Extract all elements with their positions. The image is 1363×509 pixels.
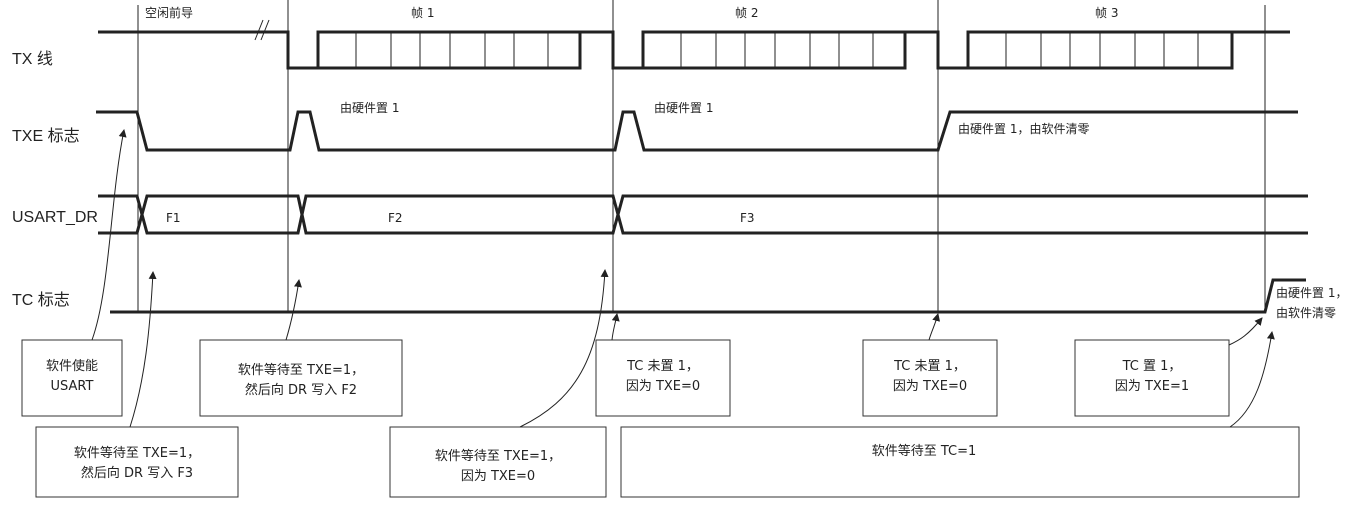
annotation-box-tc-not-set-2: TC 未置 1， 因为 TXE=0 [862, 339, 998, 417]
tc-set-note-line2: 由软件清零 [1276, 306, 1336, 320]
dr-value: F2 [388, 211, 403, 225]
txe-set-note: 由硬件置 1 [654, 101, 713, 115]
svg-text:软件等待至 TC=1: 软件等待至 TC=1 [872, 443, 977, 459]
svg-text:软件使能: 软件使能 [46, 358, 98, 374]
svg-text:因为 TXE=1: 因为 TXE=1 [1115, 379, 1189, 394]
txe-set-note: 由硬件置 1 [340, 101, 399, 115]
usart-dr-label: USART_DR [12, 209, 98, 226]
svg-text:软件等待至 TXE=1，: 软件等待至 TXE=1， [74, 445, 200, 461]
svg-text:软件等待至 TXE=1，: 软件等待至 TXE=1， [238, 362, 364, 378]
phase-frame3-label: 帧 3 [1095, 6, 1118, 20]
tc-flag-label: TC 标志 [12, 291, 70, 309]
svg-text:因为 TXE=0: 因为 TXE=0 [893, 379, 967, 394]
phase-separators [137, 0, 1266, 312]
phase-idle-label: 空闲前导 [145, 5, 193, 20]
svg-text:因为 TXE=0: 因为 TXE=0 [461, 469, 535, 484]
annotation-box-wait-f3: 软件等待至 TXE=1， 然后向 DR 写入 F3 [35, 426, 239, 498]
svg-text:然后向 DR 写入 F2: 然后向 DR 写入 F2 [245, 382, 357, 398]
annotation-arrows [91, 129, 1275, 428]
txe-flag-label: TXE 标志 [12, 127, 80, 145]
tx-waveform [98, 19, 1290, 70]
annotation-box-tc-set: TC 置 1， 因为 TXE=1 [1074, 339, 1230, 417]
tc-set-note-line1: 由硬件置 1， [1276, 286, 1347, 300]
svg-text:TC 未置 1，: TC 未置 1， [893, 359, 966, 374]
svg-text:USART: USART [51, 379, 94, 394]
svg-text:因为 TXE=0: 因为 TXE=0 [626, 379, 700, 394]
usart-dr-waveform [98, 194, 1308, 235]
phase-frame1-label: 帧 1 [411, 6, 434, 20]
dr-value: F3 [740, 211, 755, 225]
svg-text:然后向 DR 写入 F3: 然后向 DR 写入 F3 [81, 465, 193, 481]
annotation-box-wait-tc: 软件等待至 TC=1 [620, 426, 1300, 498]
txe-waveform [96, 110, 1298, 152]
tx-line-label: TX 线 [12, 50, 53, 68]
txe-set-clear-note: 由硬件置 1，由软件清零 [958, 122, 1089, 136]
dr-value: F1 [166, 211, 181, 225]
annotation-box-wait-f2: 软件等待至 TXE=1， 然后向 DR 写入 F2 [199, 339, 403, 417]
svg-text:TC 未置 1，: TC 未置 1， [626, 359, 699, 374]
annotation-box-enable-usart: 软件使能 USART [21, 339, 123, 417]
tc-waveform [110, 278, 1306, 314]
svg-text:TC 置 1，: TC 置 1， [1122, 359, 1182, 374]
phase-frame2-label: 帧 2 [735, 6, 758, 20]
annotation-box-wait-txe: 软件等待至 TXE=1， 因为 TXE=0 [389, 426, 607, 498]
annotation-box-tc-not-set-1: TC 未置 1， 因为 TXE=0 [595, 339, 731, 417]
svg-text:软件等待至 TXE=1，: 软件等待至 TXE=1， [435, 448, 561, 464]
